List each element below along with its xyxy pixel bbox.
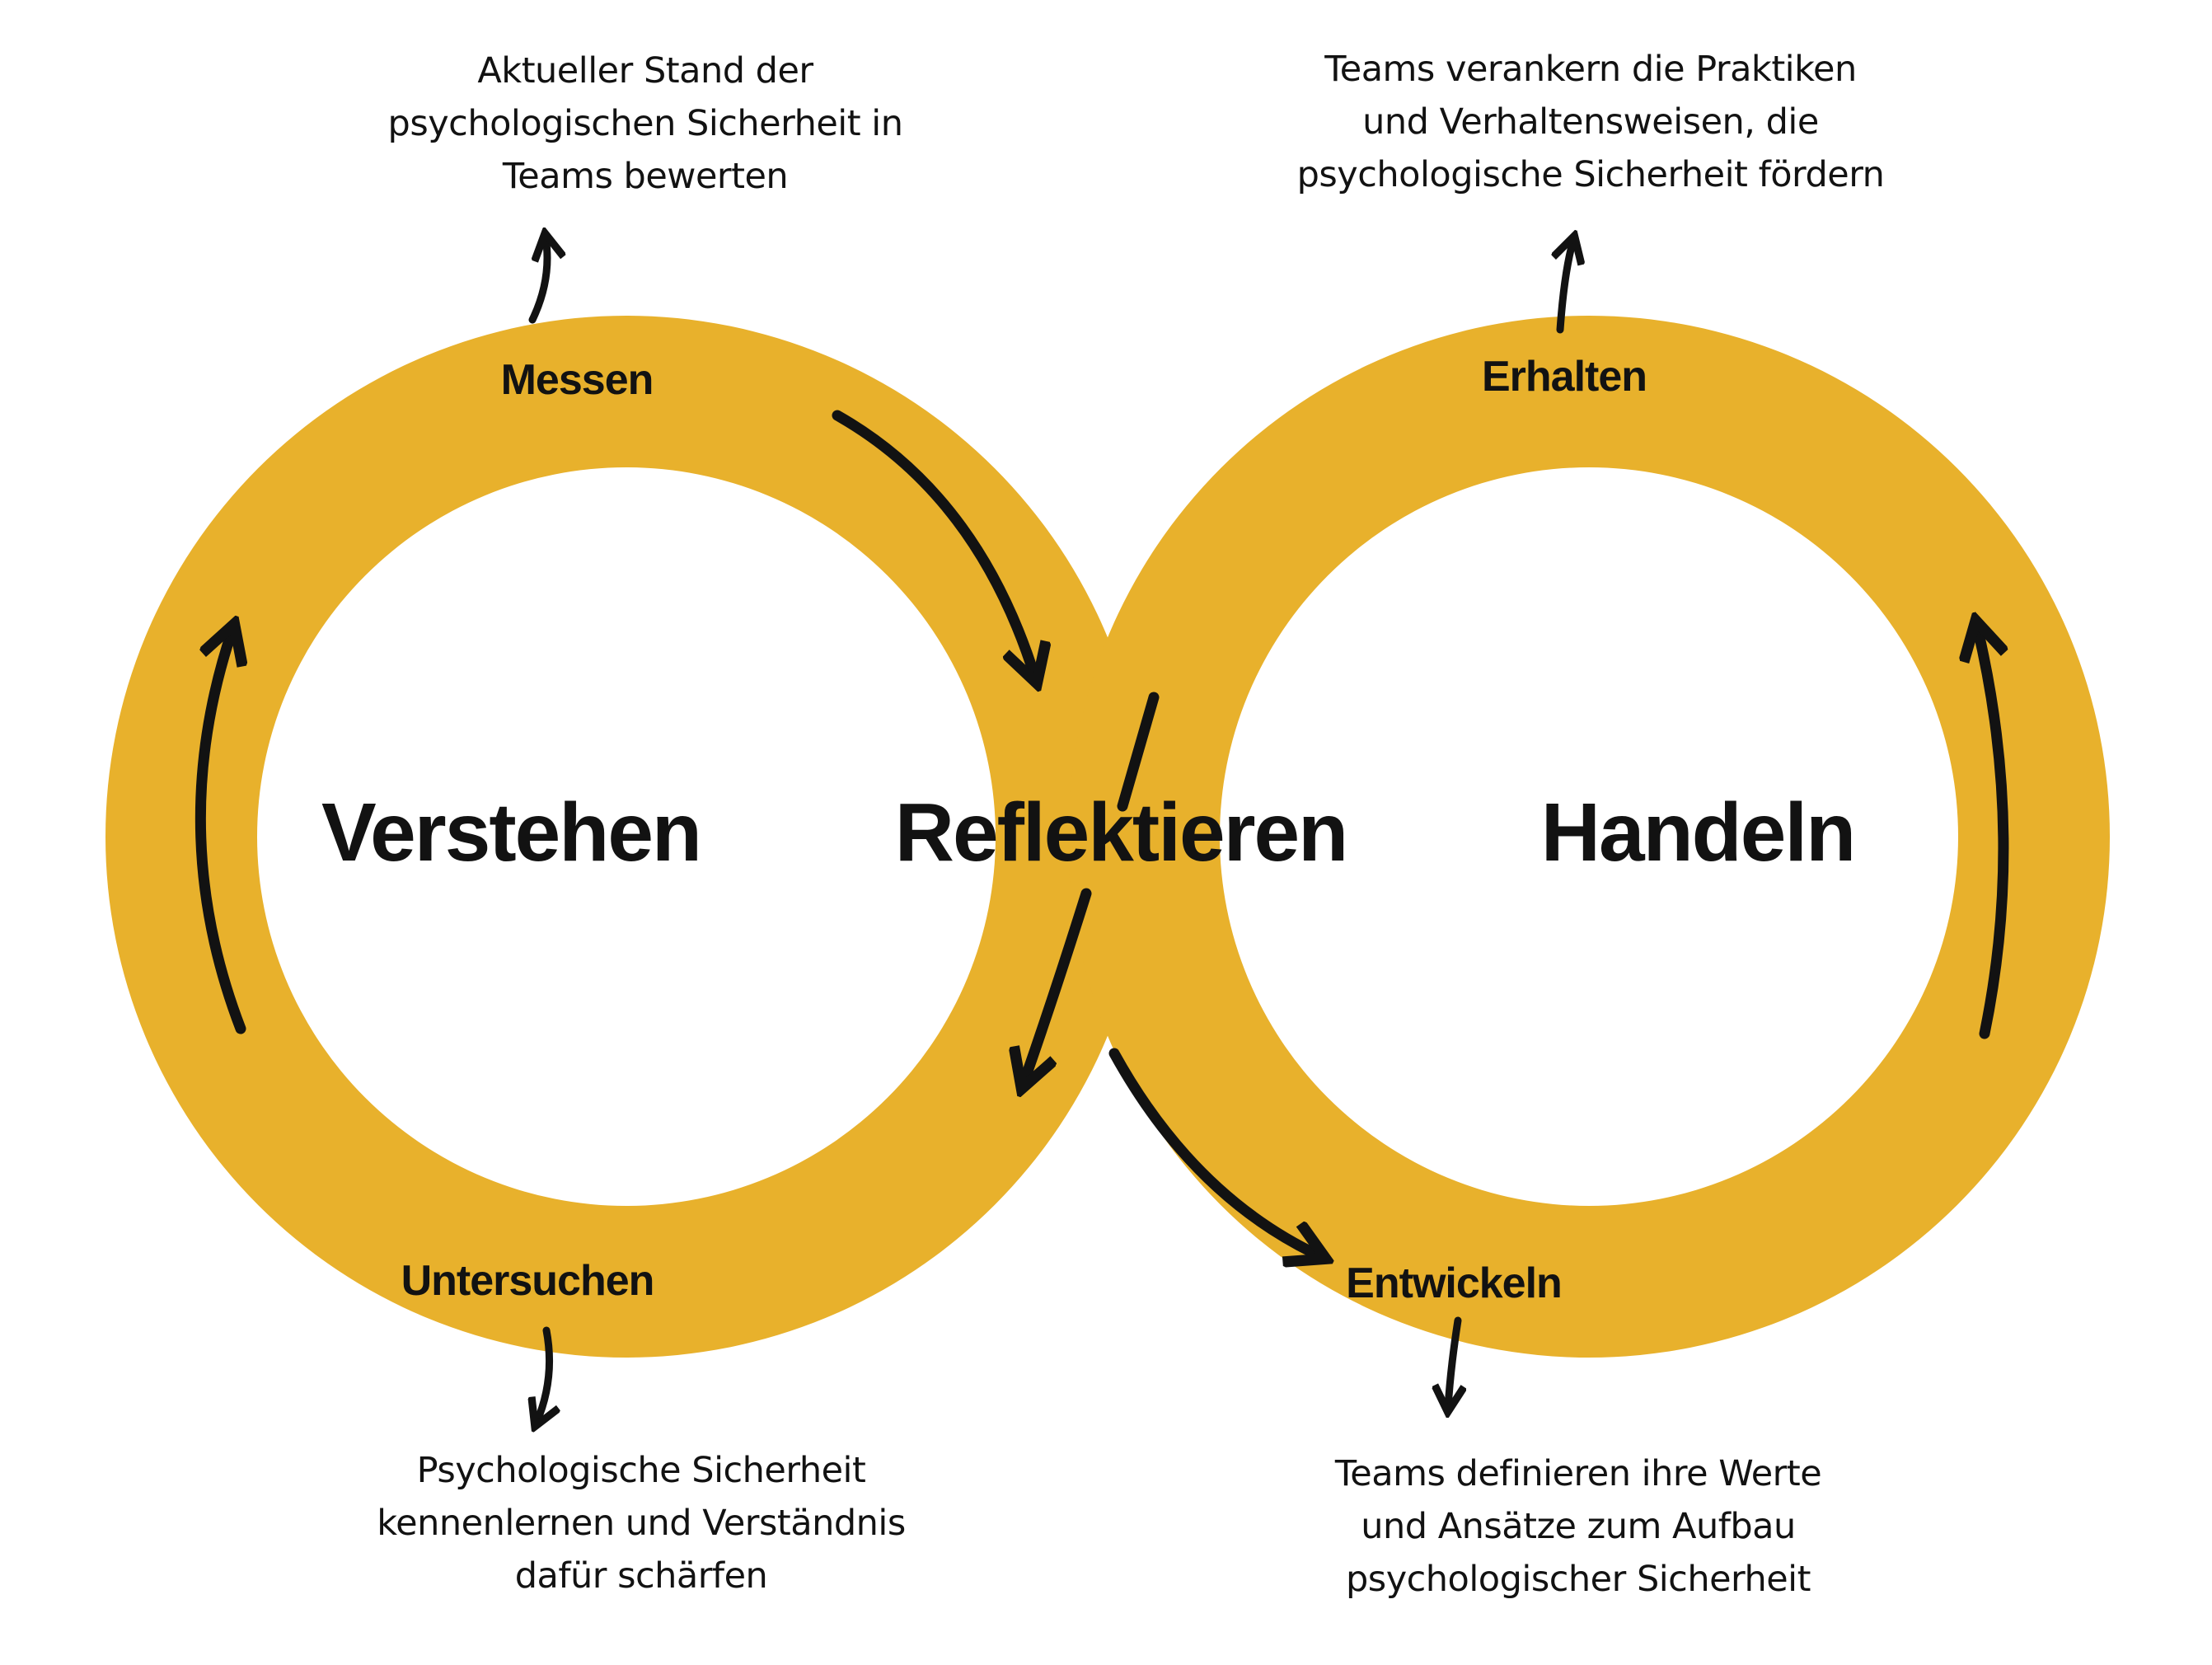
annotation-erhalten: Teams verankern die Praktiken und Verhal… bbox=[1296, 49, 1885, 195]
stage-label-erhalten: Erhalten bbox=[1481, 353, 1647, 401]
phase-label-verstehen: Verstehen bbox=[321, 786, 702, 879]
stage-label-untersuchen: Untersuchen bbox=[401, 1257, 655, 1305]
arrow-reflektieren-slash-icon bbox=[1117, 692, 1160, 812]
arrow-reflektieren-to-entwickeln-icon bbox=[1108, 1048, 1320, 1256]
connector-messen-annotation-icon bbox=[528, 237, 547, 324]
arrow-up-left-ring-icon bbox=[194, 630, 241, 1034]
phase-label-handeln: Handeln bbox=[1540, 786, 1856, 879]
stage-label-messen: Messen bbox=[500, 356, 654, 404]
arrow-up-right-ring-icon bbox=[1977, 626, 2003, 1039]
phase-label-reflektieren: Reflektieren bbox=[894, 786, 1348, 879]
connector-entwickeln-annotation-icon bbox=[1448, 1316, 1458, 1408]
stage-label-entwickeln: Entwickeln bbox=[1346, 1259, 1563, 1307]
connector-erhalten-annotation-icon bbox=[1560, 240, 1573, 334]
annotation-entwickeln: Teams definieren ihre Werte und Ansätze … bbox=[1334, 1453, 1822, 1600]
arrow-reflektieren-down-icon bbox=[1024, 888, 1092, 1083]
arrow-messen-to-reflektieren-icon bbox=[832, 410, 1035, 678]
connector-untersuchen-annotation-icon bbox=[537, 1326, 550, 1423]
annotation-untersuchen: Psychologische Sicherheit kennenlernen u… bbox=[377, 1450, 906, 1597]
annotation-messen: Aktueller Stand der psychologischen Sich… bbox=[387, 50, 903, 197]
